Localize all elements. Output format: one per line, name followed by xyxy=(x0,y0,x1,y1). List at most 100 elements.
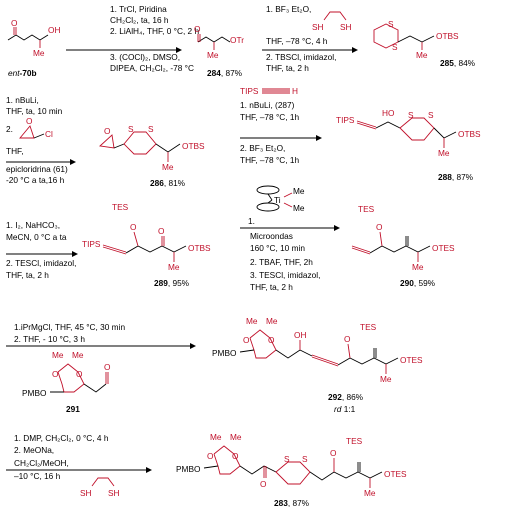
70b-me: Me xyxy=(33,48,45,58)
283-o2: O xyxy=(232,451,239,461)
step2-line4: THF, ta, 2 h xyxy=(266,63,309,73)
283-me1: Me xyxy=(210,432,222,442)
290-tes: TES xyxy=(358,204,375,214)
292-me1: Me xyxy=(246,316,258,326)
289-me: Me xyxy=(168,262,180,272)
step1-line3: 2. LiAlH₄, THF, 0 °C, 2 h xyxy=(110,26,199,36)
291-me2: Me xyxy=(72,350,84,360)
step7-line2: 2. THF, - 10 °C, 3 h xyxy=(14,334,85,344)
283-me: Me xyxy=(364,488,376,498)
70b-o: O xyxy=(11,18,18,28)
288-otbs: OTBS xyxy=(458,129,481,139)
step8-line3: CH₂Cl₂/MeOH, xyxy=(14,458,69,468)
step3-line3: 2. xyxy=(6,124,13,134)
288-label: 288, 87% xyxy=(438,172,474,182)
s6-ti: Ti xyxy=(274,195,281,205)
step3-line6: -20 °C a ta,16 h xyxy=(6,175,65,185)
288-s1: S xyxy=(408,110,414,120)
290-label: 290, 59% xyxy=(400,278,436,288)
s8-sh1: SH xyxy=(80,488,92,498)
283-s1: S xyxy=(284,454,290,464)
284-o: O xyxy=(194,24,201,34)
step7-line1: 1.iPrMgCl, THF, 45 °C, 30 min xyxy=(14,322,125,332)
step6-line2: Microondas xyxy=(250,231,293,241)
s3-o: O xyxy=(26,116,33,126)
292-oh: OH xyxy=(294,330,306,340)
step6-line1: 1. xyxy=(248,216,255,226)
s3-cl: Cl xyxy=(45,129,53,139)
286-s2: S xyxy=(148,124,154,134)
compound-290: TES O OTES Me 290, 59% xyxy=(351,204,455,288)
s8-sh2: SH xyxy=(108,488,120,498)
step4-line3: 2. BF₃ Et₂O, xyxy=(240,143,285,153)
292-o1: O xyxy=(243,335,250,345)
step5-line4: THF, ta, 2 h xyxy=(6,270,49,280)
step8-line2: 2. MeONa, xyxy=(14,445,54,455)
286-label: 286, 81% xyxy=(150,178,186,188)
288-s2: S xyxy=(428,110,434,120)
283-tes-o: O xyxy=(330,448,337,458)
285-me: Me xyxy=(416,50,428,60)
291-o1: O xyxy=(52,369,59,379)
289-tips: TIPS xyxy=(82,239,101,249)
285-otbs: OTBS xyxy=(436,31,459,41)
compound-291: Me Me O O O PMBO 291 xyxy=(22,350,111,414)
284-otr: OTr xyxy=(230,35,244,45)
292-pmbo: PMBO xyxy=(212,348,237,358)
step3-line2: THF, ta, 10 min xyxy=(6,106,63,116)
s2-sh1: SH xyxy=(312,22,324,32)
step6-line3: 160 °C, 10 min xyxy=(250,243,305,253)
292-me2: Me xyxy=(266,316,278,326)
70b-label: ent-70b xyxy=(8,68,37,78)
step1-line2: CH₂Cl₂, ta, 16 h xyxy=(110,15,169,25)
286-o: O xyxy=(104,126,111,136)
288-me: Me xyxy=(438,148,450,158)
283-o1: O xyxy=(207,451,214,461)
compound-289: TIPS TES O O OTBS Me 289, 95% xyxy=(82,202,211,288)
290-otes: OTES xyxy=(432,243,455,253)
292-me: Me xyxy=(380,374,392,384)
284-me: Me xyxy=(207,50,219,60)
compound-285: S S OTBS Me 285, 84% xyxy=(373,19,476,68)
arrow-step-2-head xyxy=(352,47,358,53)
step2-line3: 2. TBSCl, imidazol, xyxy=(266,52,336,62)
arrow-step-5-head xyxy=(72,251,78,257)
s4-h: H xyxy=(292,86,298,96)
292-otes: OTES xyxy=(400,355,423,365)
step8-line1: 1. DMP, CH₂Cl₂, 0 °C, 4 h xyxy=(14,433,109,443)
compound-288: TIPS HO S S OTBS Me 288, 87% xyxy=(336,108,481,182)
step3-line4: THF, xyxy=(6,146,24,156)
step6-line6: THF, ta, 2 h xyxy=(250,282,293,292)
arrow-step-7-head xyxy=(190,343,196,349)
289-label: 289, 95% xyxy=(154,278,190,288)
arrow-step-6-head xyxy=(334,225,340,231)
step6-line5: 3. TESCl, imidazol, xyxy=(250,270,320,280)
289-o1: O xyxy=(130,222,137,232)
compound-292: Me Me O O PMBO OH O TES OTES Me 292, 86%… xyxy=(212,316,423,414)
step6-line4: 2. TBAF, THF, 2h xyxy=(250,257,313,267)
step1-line1: 1. TrCl, Piridina xyxy=(110,4,167,14)
s4-tips: TIPS xyxy=(240,86,259,96)
289-tes: TES xyxy=(112,202,129,212)
288-ho: HO xyxy=(382,108,395,118)
285-s1: S xyxy=(388,19,394,29)
s6-me1: Me xyxy=(293,186,305,196)
step4-line2: THF, –78 °C, 1h xyxy=(240,112,300,122)
291-o3: O xyxy=(104,362,111,372)
step2-line1: 1. BF₃ Et₂O, xyxy=(266,4,311,14)
step5-line2: MeCN, 0 °C a ta xyxy=(6,232,67,242)
285-label: 285, 84% xyxy=(440,58,476,68)
step5-line1: 1. I₂, NaHCO₃, xyxy=(6,220,60,230)
arrow-step-3-head xyxy=(70,159,76,165)
285-s2: S xyxy=(392,42,398,52)
290-me: Me xyxy=(412,262,424,272)
70b-oh: OH xyxy=(48,25,60,35)
283-pmbo: PMBO xyxy=(176,464,201,474)
283-tes: TES xyxy=(346,436,363,446)
compound-ent-70b: O OH Me ent-70b xyxy=(7,18,60,78)
292-otes1: O xyxy=(344,334,351,344)
291-label: 291 xyxy=(66,404,80,414)
292-tes: TES xyxy=(360,322,377,332)
283-label: 283, 87% xyxy=(274,498,310,508)
